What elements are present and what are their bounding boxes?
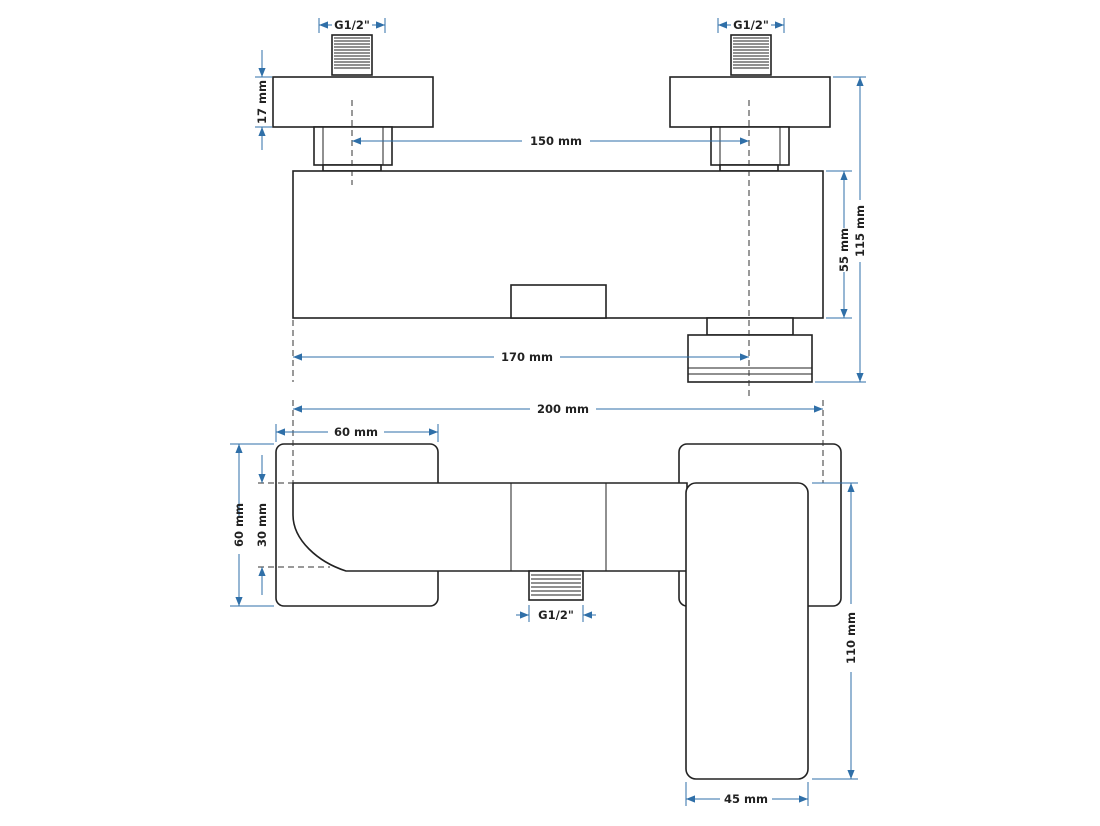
left-inlet-thread: [331, 34, 373, 76]
outlet-offset-label: 170 mm: [501, 350, 553, 364]
total-height-label: 115 mm: [853, 205, 867, 257]
spout-slot: [510, 284, 607, 319]
left-flange: [272, 76, 434, 128]
left-nut: [313, 126, 393, 172]
right-flange: [669, 76, 831, 128]
inlet-bottom-label: G1/2": [538, 608, 574, 622]
bottom-outlet: [687, 317, 813, 383]
body-depth-label: 30 mm: [255, 503, 269, 547]
dimension-lines: [230, 18, 866, 806]
handle-width-label: 60 mm: [334, 425, 378, 439]
right-inlet-thread: [730, 34, 772, 76]
inlet-right-label: G1/2": [733, 18, 769, 32]
flange-height-label: 17 mm: [255, 80, 269, 124]
front-view: [272, 34, 831, 398]
flange-side-label: 60 mm: [232, 503, 246, 547]
body-height-label: 55 mm: [837, 228, 851, 272]
inlet-left-label: G1/2": [334, 18, 370, 32]
handle-depth-label: 45 mm: [724, 792, 768, 806]
plan-body: [292, 482, 688, 572]
plan-view: [258, 400, 842, 780]
right-nut: [710, 126, 790, 172]
center-distance-label: 150 mm: [530, 134, 582, 148]
handle-length-label: 110 mm: [844, 612, 858, 664]
dimension-labels: G1/2" G1/2" 17 mm 150 mm 55 mm 115 mm 17…: [232, 18, 867, 806]
bottom-inlet-thread: [528, 570, 584, 601]
total-width-label: 200 mm: [537, 402, 589, 416]
handle-lever: [685, 482, 809, 780]
